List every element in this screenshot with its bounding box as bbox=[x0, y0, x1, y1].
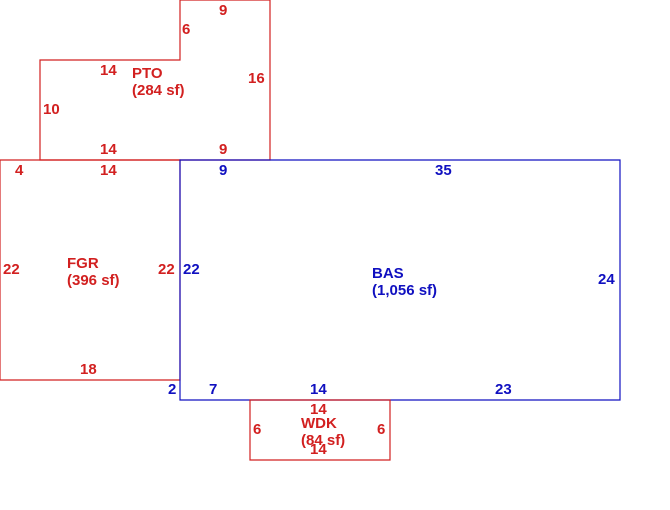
pto-code-label: PTO bbox=[132, 65, 163, 82]
fgr-code-label: FGR bbox=[67, 255, 99, 272]
bas-right-dimension: 24 bbox=[598, 271, 615, 288]
wdk-outline bbox=[249, 399, 391, 461]
wdk-bottom-dimension: 14 bbox=[310, 441, 327, 458]
pto-bottom-right-dimension: 9 bbox=[219, 141, 227, 158]
bas-top-dimension: 35 bbox=[435, 162, 452, 179]
pto-left-dimension: 10 bbox=[43, 101, 60, 118]
wdk-right-dimension: 6 bbox=[377, 421, 385, 438]
bas-left-dimension: 22 bbox=[183, 261, 200, 278]
bas-bottom-right-dimension: 23 bbox=[495, 381, 512, 398]
wdk-area-label: (84 sf) bbox=[301, 432, 345, 449]
fgr-right-dimension: 22 bbox=[158, 261, 175, 278]
bas-bottom-mid-dimension: 14 bbox=[310, 381, 327, 398]
bas-bottom-step-dimension: 2 bbox=[168, 381, 176, 398]
pto-notch-side-dimension: 6 bbox=[182, 21, 190, 38]
fgr-left-dimension: 22 bbox=[3, 261, 20, 278]
fgr-top-left-dimension: 4 bbox=[15, 162, 24, 179]
pto-top-dimension: 9 bbox=[219, 2, 227, 19]
fgr-bottom-dimension: 18 bbox=[80, 361, 97, 378]
pto-right-dimension: 16 bbox=[248, 70, 265, 87]
bas-top-left-dimension: 9 bbox=[219, 162, 227, 179]
fgr-top-dimension: 14 bbox=[100, 162, 117, 179]
wdk-code-label: WDK bbox=[301, 415, 337, 432]
pto-notch-top-dimension: 14 bbox=[100, 62, 117, 79]
pto-bottom-left-dimension: 14 bbox=[100, 141, 117, 158]
bas-bottom-left-dimension: 7 bbox=[209, 381, 217, 398]
pto-area-label: (284 sf) bbox=[132, 82, 185, 99]
bas-area-label: (1,056 sf) bbox=[372, 282, 437, 299]
wdk-left-dimension: 6 bbox=[253, 421, 261, 438]
bas-outline bbox=[179, 159, 621, 401]
wdk-top-dimension: 14 bbox=[310, 401, 327, 418]
fgr-area-label: (396 sf) bbox=[67, 272, 120, 289]
bas-code-label: BAS bbox=[372, 265, 404, 282]
